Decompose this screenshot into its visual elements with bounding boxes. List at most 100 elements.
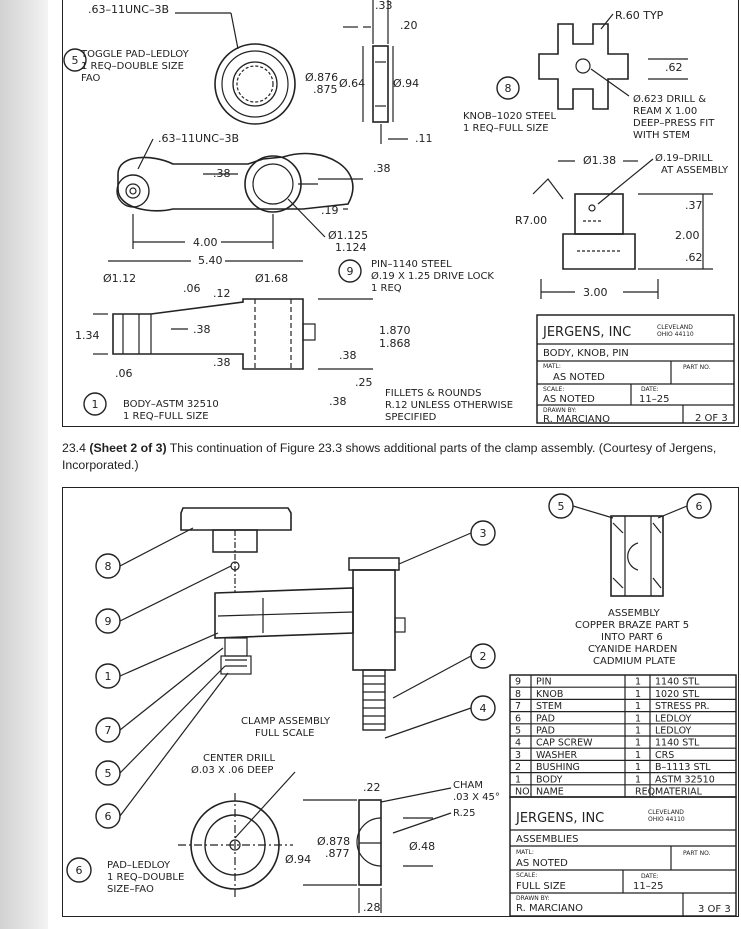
knob-drill-1: Ø.623 DRILL & xyxy=(633,93,706,105)
body-dim-1868: 1.868 xyxy=(379,337,411,350)
pad6-dim-94: Ø.94 xyxy=(285,853,311,866)
knob-dim-300: 3.00 xyxy=(583,286,608,299)
pad6-dim-48: Ø.48 xyxy=(409,840,435,853)
parts-cell-req: 1 xyxy=(635,689,641,700)
title-block-sheet-2: JERGENS, INC CLEVELAND OHIO 44110 BODY, … xyxy=(536,314,735,425)
tb2-city1: CLEVELAND xyxy=(657,324,693,331)
body-dim-38c: .38 xyxy=(193,323,211,336)
pad-line1: TOGGLE PAD–LEDLOY xyxy=(80,49,190,60)
parts-cell-req: 1 xyxy=(635,713,641,724)
tb3-parts: ASSEMBLIES xyxy=(516,834,579,845)
pin-line1: PIN–1140 STEEL xyxy=(371,259,452,270)
asm-balloon-3: 3 xyxy=(480,527,487,540)
asm-balloon-8: 8 xyxy=(105,560,112,573)
body-dim-38d: .38 xyxy=(213,356,231,369)
body-dim-400: 4.00 xyxy=(193,236,218,249)
asm-balloon-7: 7 xyxy=(105,724,112,737)
parts-cell-material: B–1113 STL xyxy=(655,762,711,773)
detail-balloon-5: 5 xyxy=(558,500,565,513)
asm-balloon-2: 2 xyxy=(480,650,487,663)
pad-part-6-views: CENTER DRILL Ø.03 X .06 DEEP .22 CHAM .0… xyxy=(66,753,500,914)
body-dim-168: Ø1.68 xyxy=(255,272,288,285)
asm-balloon-1: 1 xyxy=(105,670,112,683)
knob-drill19-1: Ø.19–DRILL xyxy=(655,152,713,164)
body-dim-19: .19 xyxy=(321,204,339,217)
tb2-date: 11–25 xyxy=(639,394,669,405)
tb3-date: 11–25 xyxy=(633,881,663,892)
page-gutter xyxy=(0,0,48,929)
tb3-drawn-label: DRAWN BY: xyxy=(516,895,549,902)
parts-cell-no: 1 xyxy=(515,774,521,785)
parts-cell-no: 5 xyxy=(515,726,521,737)
tb2-part-no-label: PART NO. xyxy=(683,364,711,371)
tb3-matl: AS NOTED xyxy=(516,858,568,869)
tb3-city1: CLEVELAND xyxy=(648,809,684,816)
pad-line2: 1 REQ–DOUBLE SIZE xyxy=(81,61,184,72)
parts-cell-req: 1 xyxy=(635,701,641,712)
tb2-matl: AS NOTED xyxy=(553,372,605,383)
tb3-scale-label: SCALE: xyxy=(516,872,537,879)
asm-note-1: ASSEMBLY xyxy=(608,608,661,619)
knob-dia-138: Ø1.38 xyxy=(583,154,616,167)
drawing-sheet-3: 8 9 1 7 5 6 3 2 4 CLAMP ASSEMBLY FULL SC… xyxy=(62,487,739,917)
parts-cell-name: PAD xyxy=(536,713,555,724)
knob-line2: 1 REQ–FULL SIZE xyxy=(463,123,549,134)
toggle-pad-views: 5 .63–11UNC–3B TOGGLE PAD–LEDLOY 1 REQ–D… xyxy=(63,0,433,145)
parts-cell-name: PIN xyxy=(536,677,552,688)
asm-note-4: CYANIDE HARDEN xyxy=(588,644,677,655)
parts-cell-material: LEDLOY xyxy=(655,726,692,737)
body-dim-1870: 1.870 xyxy=(379,324,411,337)
parts-cell-material: 1140 STL xyxy=(655,738,700,749)
asm-note-2: COPPER BRAZE PART 5 xyxy=(575,620,689,631)
caption-bold: (Sheet 2 of 3) xyxy=(89,441,167,455)
parts-cell-req: 1 xyxy=(635,726,641,737)
pad-dim-64: Ø.64 xyxy=(339,77,365,90)
tb2-matl-label: MATL: xyxy=(543,363,561,370)
parts-cell-name: BUSHING xyxy=(536,762,580,773)
figure-caption: 23.4 (Sheet 2 of 3) This continuation of… xyxy=(62,440,738,474)
parts-cell-material: 1020 STL xyxy=(655,689,700,700)
title-block-sheet-3: JERGENS, INC CLEVELAND OHIO 44110 ASSEMB… xyxy=(509,796,737,917)
tb3-drawn: R. MARCIANO xyxy=(516,903,583,914)
pad-dim-875: .875 xyxy=(313,83,338,96)
pad6-cham: CHAM xyxy=(453,780,483,791)
parts-cell-no: 4 xyxy=(515,738,521,749)
center-drill-1: CENTER DRILL xyxy=(203,753,276,764)
knob-views: 8 KNOB–1020 STEEL 1 REQ–FULL SIZE R.60 T… xyxy=(463,9,729,299)
parts-cell-name: CAP SCREW xyxy=(536,738,593,749)
parts-cell-no: 7 xyxy=(515,701,521,712)
body-dim-134: 1.34 xyxy=(75,329,100,342)
body-dim-06a: .06 xyxy=(183,282,201,295)
parts-cell-material: CRS xyxy=(655,750,674,761)
knob-r700: R7.00 xyxy=(515,214,547,227)
fillets-note: FILLETS & ROUNDS R.12 UNLESS OTHERWISE S… xyxy=(385,388,513,423)
body-dim-38a: .38 xyxy=(213,167,231,180)
knob-drill-2: REAM X 1.00 xyxy=(633,106,697,117)
tb2-drawn: R. MARCIANO xyxy=(543,414,610,425)
pad-thread-label: .63–11UNC–3B xyxy=(88,3,169,16)
clamp-assembly-view: 8 9 1 7 5 6 3 2 4 CLAMP ASSEMBLY FULL SC… xyxy=(95,507,496,829)
pad6-dim-28: .28 xyxy=(363,901,381,914)
pin-note: 9 PIN–1140 STEEL Ø.19 X 1.25 DRIVE LOCK … xyxy=(338,259,494,294)
body-dim-38b: .38 xyxy=(373,162,391,175)
sheet-2-drawing: 5 .63–11UNC–3B TOGGLE PAD–LEDLOY 1 REQ–D… xyxy=(63,0,735,425)
tb3-city2: OHIO 44110 xyxy=(648,816,685,823)
pad-dim-876: Ø.876 xyxy=(305,71,338,84)
body-line2: 1 REQ–FULL SIZE xyxy=(123,411,209,422)
asm-balloon-4: 4 xyxy=(480,702,487,715)
parts-cell-material: STRESS PR. xyxy=(655,701,710,712)
pad6-dim-878: Ø.878 xyxy=(317,835,350,848)
fillets-3: SPECIFIED xyxy=(385,412,437,423)
body-dim-25: .25 xyxy=(355,376,373,389)
knob-drill19-2: AT ASSEMBLY xyxy=(661,165,729,176)
tb2-parts: BODY, KNOB, PIN xyxy=(543,348,629,359)
tb2-city2: OHIO 44110 xyxy=(657,331,694,338)
tb2-sheet: 2 OF 3 xyxy=(695,413,728,424)
asm-note-5: CADMIUM PLATE xyxy=(593,656,676,667)
parts-cell-no: 9 xyxy=(515,677,521,688)
parts-cell-no: 3 xyxy=(515,750,521,761)
parts-cell-req: 1 xyxy=(635,738,641,749)
body-dim-38f: .38 xyxy=(329,395,347,408)
parts-cell-material: 1140 STL xyxy=(655,677,700,688)
knob-drill-3: DEEP–PRESS FIT xyxy=(633,118,715,129)
